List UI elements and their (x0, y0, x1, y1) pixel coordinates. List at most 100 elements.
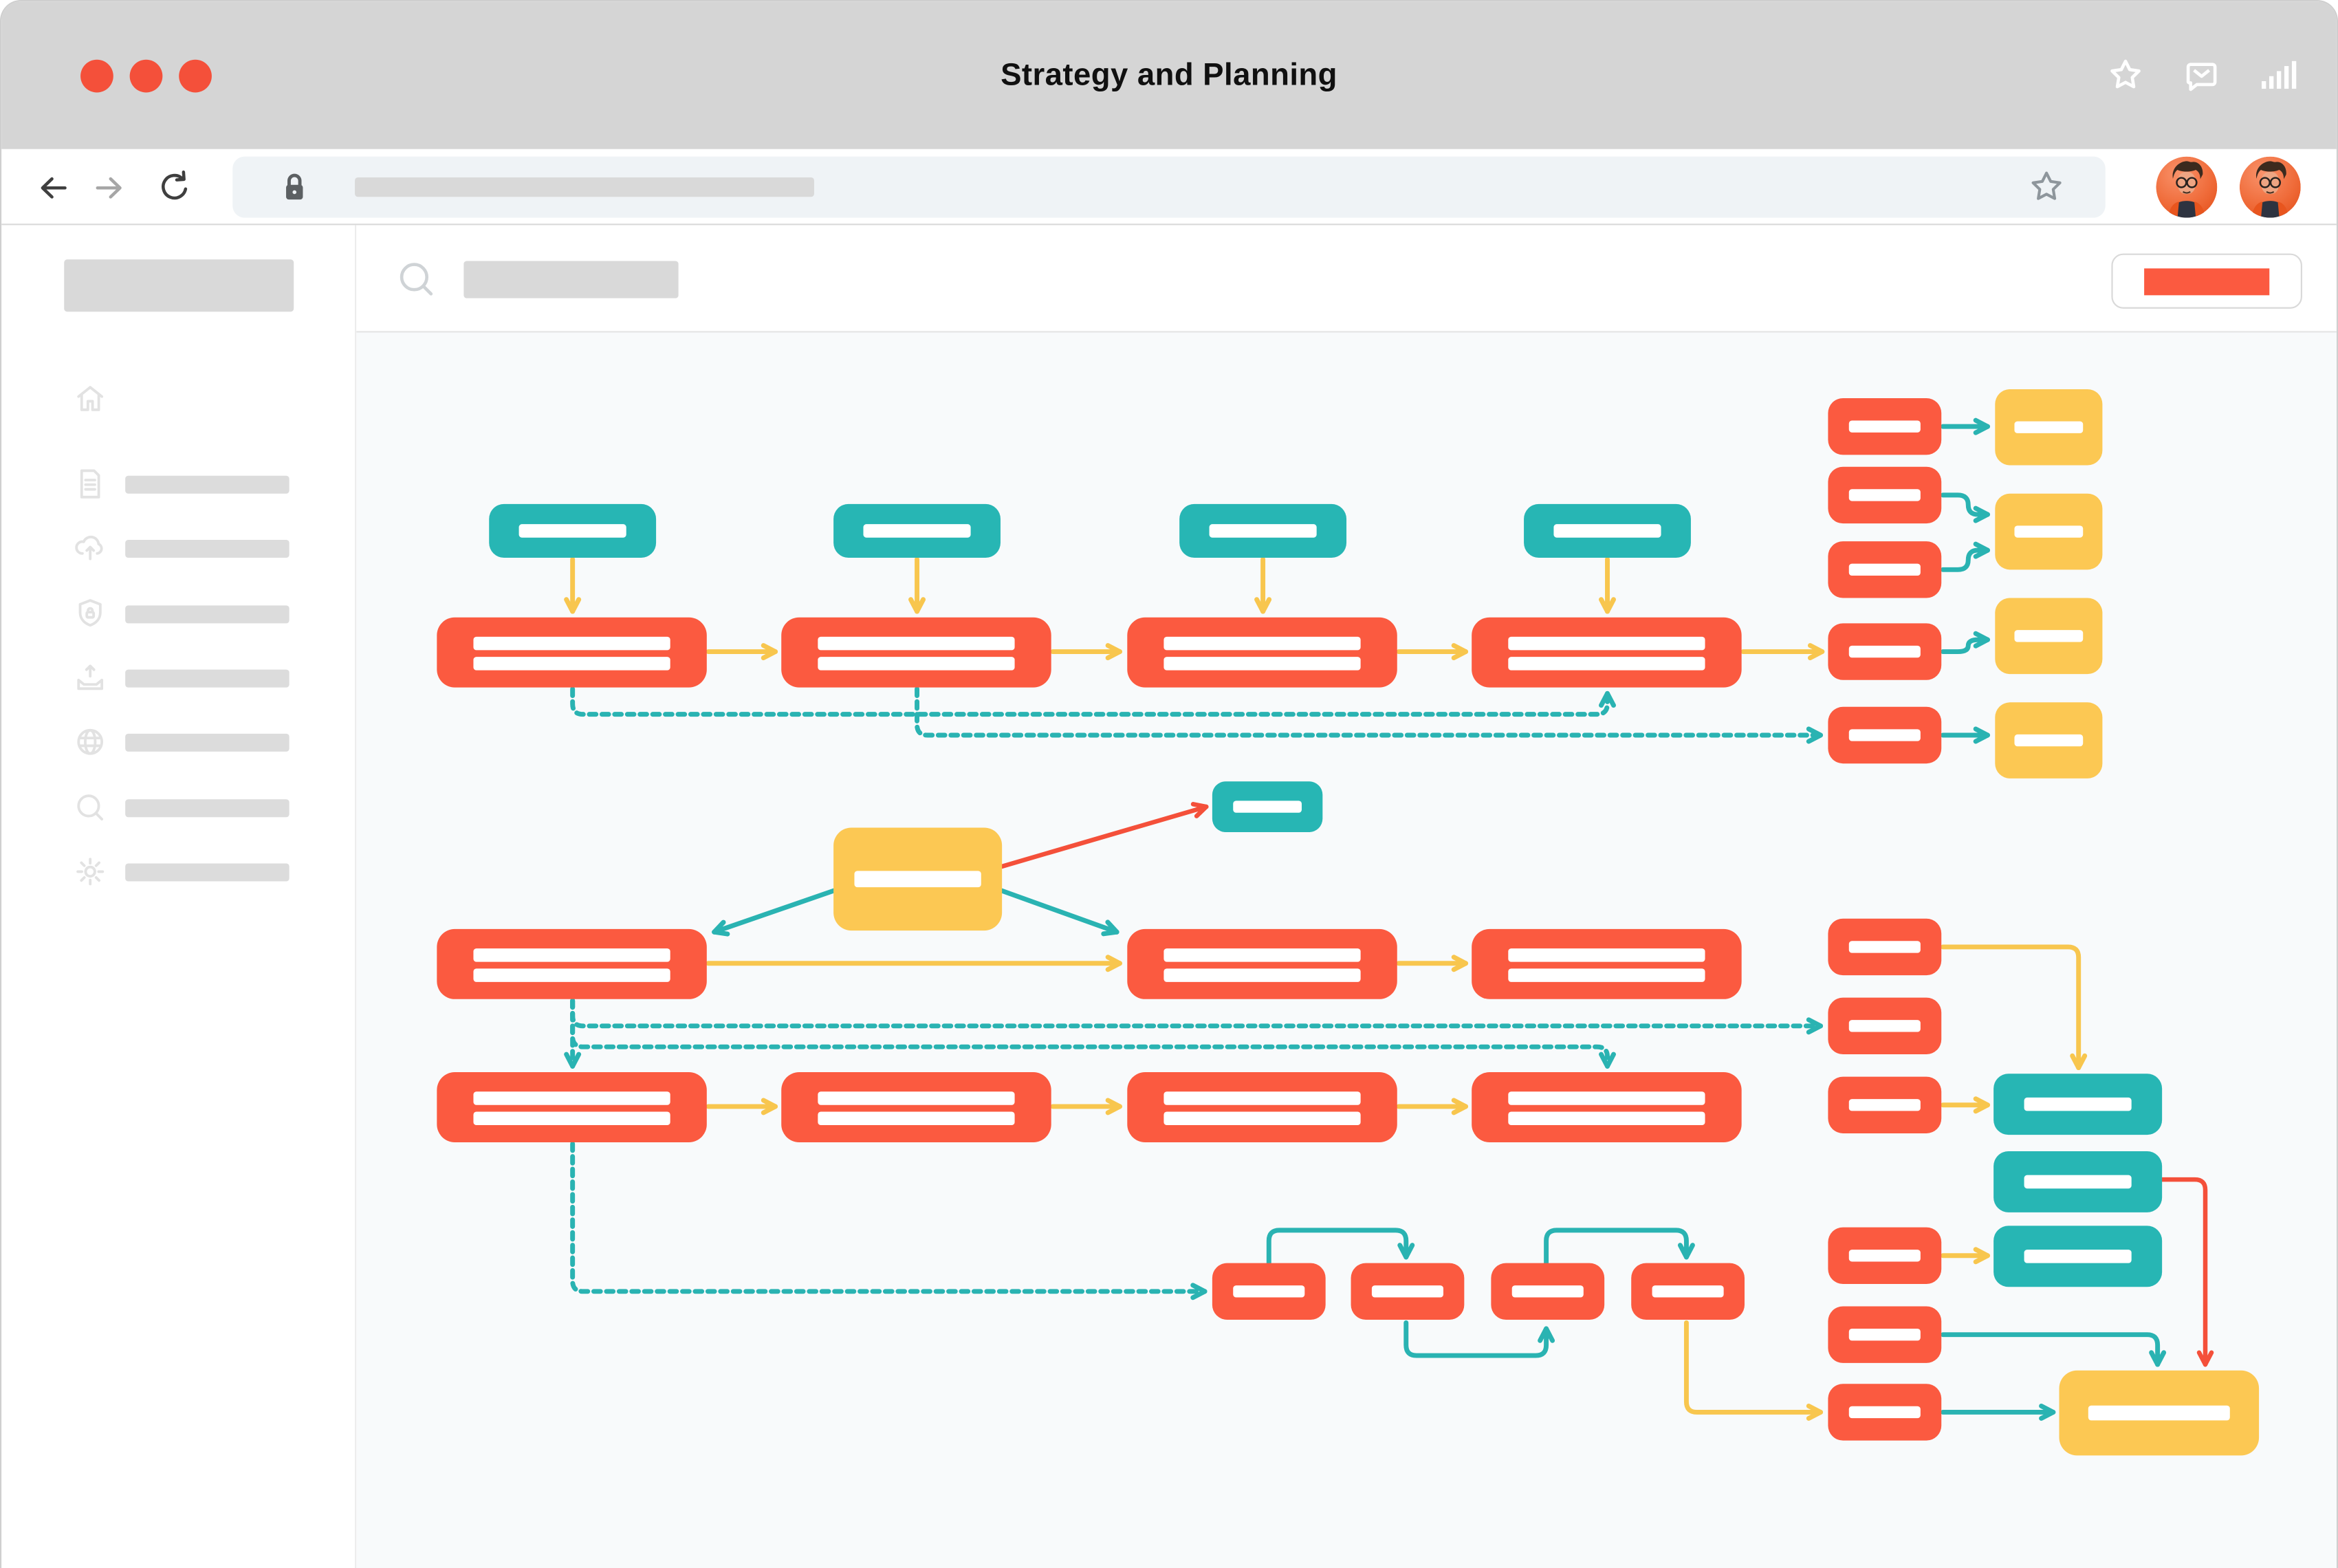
sidebar-item-documents[interactable] (1, 459, 356, 510)
message-icon[interactable] (2181, 55, 2222, 96)
node-row2-red-1[interactable] (437, 928, 707, 999)
node-bot-red-2[interactable] (1351, 1263, 1465, 1320)
node-text-bar (2088, 1405, 2230, 1421)
sidebar-label-bar (125, 733, 289, 752)
node-row1-red-1[interactable] (437, 617, 707, 688)
document-icon (80, 469, 100, 499)
node-text-bar (1848, 645, 1921, 658)
node-right-teal-1[interactable] (1993, 1074, 2163, 1135)
node-text-bar (2014, 630, 2084, 642)
edge-arrowhead (1451, 961, 1468, 972)
node-cl1-red-2[interactable] (1828, 466, 1942, 524)
node-text-bar (818, 1091, 1015, 1105)
search-icon (400, 263, 433, 296)
node-cl1-yellow-1[interactable] (1995, 389, 2103, 466)
bookmark-star-icon[interactable] (2026, 167, 2067, 208)
edge-connector (1940, 547, 1990, 572)
forward-icon[interactable] (88, 167, 130, 209)
titlebar-actions (2106, 1, 2298, 149)
node-mid-yellow[interactable] (833, 827, 1003, 931)
node-cl3-red-3[interactable] (1828, 1384, 1942, 1441)
flowchart-canvas[interactable] (356, 332, 2337, 1568)
node-row1-red-4[interactable] (1472, 617, 1742, 688)
node-row1-teal-4[interactable] (1524, 503, 1691, 558)
node-row1-teal-1[interactable] (489, 503, 657, 558)
node-shape (1472, 1072, 1742, 1142)
window-zoom-button[interactable] (179, 59, 212, 93)
node-row2-red-3[interactable] (1472, 928, 1742, 999)
url-placeholder-bar (355, 177, 814, 197)
node-cl2-red-1[interactable] (1828, 918, 1942, 976)
sidebar-item-outbox[interactable] (1, 653, 356, 704)
avatar[interactable] (2239, 156, 2301, 218)
button-label-bar (2144, 268, 2270, 296)
node-row3-red-4[interactable] (1472, 1072, 1742, 1142)
sidebar-item-settings[interactable] (1, 847, 356, 898)
edge-arrowhead (1806, 1023, 1824, 1035)
node-text-bar (818, 636, 1015, 651)
node-row3-red-2[interactable] (781, 1072, 1051, 1142)
sidebar-item-security[interactable] (1, 589, 356, 640)
node-cl1-yellow-4[interactable] (1995, 702, 2103, 778)
node-cl1-yellow-3[interactable] (1995, 598, 2103, 675)
sidebar-item-search[interactable] (1, 783, 356, 834)
node-text-bar (854, 871, 981, 888)
node-row1-teal-2[interactable] (833, 503, 1001, 558)
sidebar-item-home[interactable] (1, 374, 356, 425)
window-minimize-button[interactable] (129, 59, 163, 93)
node-cl2-red-3[interactable] (1828, 1076, 1942, 1133)
node-text-bar (473, 1111, 670, 1126)
reload-icon[interactable] (153, 167, 195, 209)
home-icon (77, 386, 104, 411)
node-text-bar (1848, 941, 1921, 953)
edge-arrowhead (1599, 1052, 1610, 1069)
node-right-teal-2[interactable] (1993, 1151, 2163, 1212)
node-cl1-yellow-2[interactable] (1995, 493, 2103, 570)
url-field[interactable] (232, 156, 2106, 218)
node-cl3-red-2[interactable] (1828, 1306, 1942, 1363)
node-row1-red-2[interactable] (781, 617, 1051, 688)
sidebar-label-bar (125, 475, 289, 494)
gear-icon (76, 858, 105, 886)
node-bot-red-1[interactable] (1212, 1263, 1326, 1320)
sidebar-item-cloud[interactable] (1, 523, 356, 574)
search-input[interactable] (463, 261, 679, 298)
cloud-upload-icon (75, 535, 103, 560)
node-right-teal-3[interactable] (1993, 1226, 2163, 1287)
node-cl2-red-2[interactable] (1828, 997, 1942, 1055)
node-row3-red-3[interactable] (1127, 1072, 1397, 1142)
node-text-bar (1848, 1250, 1921, 1262)
node-text-bar (1233, 801, 1302, 813)
node-cl3-red-1[interactable] (1828, 1227, 1942, 1284)
node-cl1-red-1[interactable] (1828, 398, 1942, 455)
node-cl1-red-4[interactable] (1828, 623, 1942, 680)
edge-arrowhead (712, 919, 726, 935)
node-row2-red-2[interactable] (1127, 928, 1397, 999)
edge-arrowhead (1190, 1289, 1208, 1300)
node-row3-red-1[interactable] (437, 1072, 707, 1142)
node-row1-teal-3[interactable] (1179, 503, 1347, 558)
edge-arrowhead (1973, 732, 1990, 744)
node-row1-red-3[interactable] (1127, 617, 1397, 688)
edge-arrowhead (1451, 1104, 1468, 1115)
sidebar-item-web[interactable] (1, 717, 356, 768)
edge-connector (1544, 1228, 1689, 1266)
star-icon[interactable] (2106, 55, 2146, 96)
avatar[interactable] (2156, 156, 2218, 218)
node-bot-red-3[interactable] (1491, 1263, 1605, 1320)
edge-arrowhead (1973, 512, 1990, 523)
node-bot-red-4[interactable] (1631, 1263, 1745, 1320)
edge-arrowhead (761, 1104, 778, 1115)
edge-arrowhead (1973, 547, 1990, 559)
primary-action-button[interactable] (2111, 253, 2302, 309)
edge-arrowhead (564, 1052, 576, 1069)
node-shape (437, 617, 707, 688)
node-cl1-red-5[interactable] (1828, 706, 1942, 764)
node-mid-teal[interactable] (1212, 781, 1323, 832)
edge-arrowhead (1806, 732, 1824, 744)
window-close-button[interactable] (80, 59, 113, 93)
node-end-yellow[interactable] (2059, 1370, 2260, 1456)
node-text-bar (1508, 1111, 1705, 1126)
back-icon[interactable] (33, 167, 75, 209)
node-cl1-red-3[interactable] (1828, 541, 1942, 598)
